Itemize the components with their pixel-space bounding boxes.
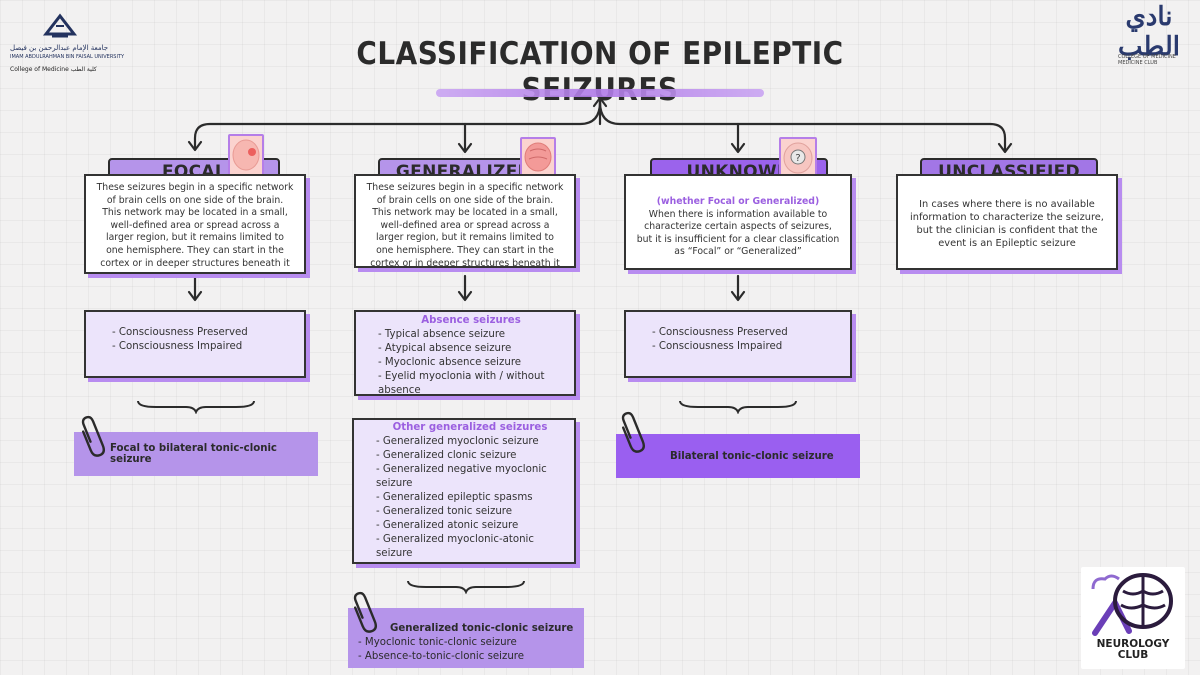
unknown-paperclip-icon <box>621 411 645 453</box>
other-generalized-item: - Generalized clonic seizure <box>376 450 517 461</box>
absence-item: - Eyelid myoclonia with / without absenc… <box>378 371 545 396</box>
title-underline <box>436 89 764 97</box>
other-generalized-item: - Generalized tonic seizure <box>376 506 513 517</box>
other-generalized-heading: Other generalized seizures <box>392 422 548 433</box>
generalized-paperclip-icon <box>353 591 377 633</box>
unknown-result: Bilateral tonic-clonic seizure <box>616 434 860 478</box>
absence-item: - Typical absence seizure <box>378 329 506 340</box>
university-emblem-icon <box>42 13 78 38</box>
generalized-tonic-clonic-result: Generalized tonic-clonic seizure - Myocl… <box>348 608 584 668</box>
university-logo: جامعة الإمام عبدالرحمن بن فيصل IMAM ABDU… <box>8 12 128 74</box>
unknown-description: When there is information available to c… <box>636 208 840 258</box>
other-generalized-item: - Generalized atonic seizure <box>376 520 519 531</box>
college-name: College of Medicine كلية الطب <box>10 66 97 73</box>
unknown-brain-icon: ? <box>779 137 817 179</box>
unknown-item-preserved: - Consciousness Preserved <box>652 327 788 338</box>
university-name-arabic: جامعة الإمام عبدالرحمن بن فيصل <box>10 44 109 52</box>
other-generalized-item: - Generalized myoclonic-atonic seizure <box>376 534 534 559</box>
university-name-english: IMAM ABDULRAHMAN BIN FAISAL UNIVERSITY <box>10 54 125 60</box>
focal-description: These seizures begin in a specific netwo… <box>84 174 306 274</box>
focal-result: Focal to bilateral tonic-clonic seizure <box>74 432 318 476</box>
focal-consciousness-list: - Consciousness Preserved - Consciousnes… <box>84 310 306 378</box>
other-generalized-item: - Generalized epileptic spasms <box>376 492 533 503</box>
generalized-brace-icon <box>407 580 525 594</box>
unknown-item-impaired: - Consciousness Impaired <box>652 341 783 352</box>
club-name-arabic: نادي الطب <box>1117 2 1180 62</box>
focal-item-impaired: - Consciousness Impaired <box>112 341 243 352</box>
other-generalized-box: Other generalized seizures - Generalized… <box>352 418 576 564</box>
focal-item-preserved: - Consciousness Preserved <box>112 327 248 338</box>
medicine-club-logo: نادي الطب COLLEGE OF MEDICINE MEDICINE C… <box>1108 2 1190 66</box>
club-name-english: COLLEGE OF MEDICINE MEDICINE CLUB <box>1118 54 1176 66</box>
generalized-brain-icon <box>520 137 556 177</box>
neurology-brain-icon <box>1091 573 1173 636</box>
other-generalized-item: - Generalized myoclonic seizure <box>376 436 539 447</box>
unknown-subtitle: (whether Focal or Generalized) <box>656 196 820 207</box>
generalized-result-item: - Myoclonic tonic-clonic seizure <box>358 637 517 648</box>
unknown-consciousness-list: - Consciousness Preserved - Consciousnes… <box>624 310 852 378</box>
neurology-club-name: NEUROLOGY CLUB <box>1096 638 1170 661</box>
absence-item: - Atypical absence seizure <box>378 343 512 354</box>
unclassified-description: In cases where there is no available inf… <box>896 174 1118 270</box>
absence-item: - Myoclonic absence seizure <box>378 357 522 368</box>
unknown-brace-icon <box>679 400 797 414</box>
focal-paperclip-icon <box>81 415 105 457</box>
generalized-result-heading: Generalized tonic-clonic seizure <box>390 623 574 634</box>
neurology-club-logo: NEUROLOGY CLUB <box>1081 567 1185 669</box>
other-generalized-item: - Generalized negative myoclonic seizure <box>376 464 547 489</box>
focal-brace-icon <box>137 400 255 414</box>
focal-brain-icon <box>228 134 264 176</box>
generalized-description: These seizures begin in a specific netwo… <box>354 174 576 269</box>
absence-seizures-box: Absence seizures - Typical absence seizu… <box>354 310 576 396</box>
unknown-question-mark: ? <box>795 153 800 164</box>
title-arrowhead <box>592 96 608 108</box>
absence-seizures-heading: Absence seizures <box>421 315 521 326</box>
generalized-result-item: - Absence-to-tonic-clonic seizure <box>358 651 525 662</box>
unknown-description-box: (whether Focal or Generalized) When ther… <box>624 174 852 270</box>
